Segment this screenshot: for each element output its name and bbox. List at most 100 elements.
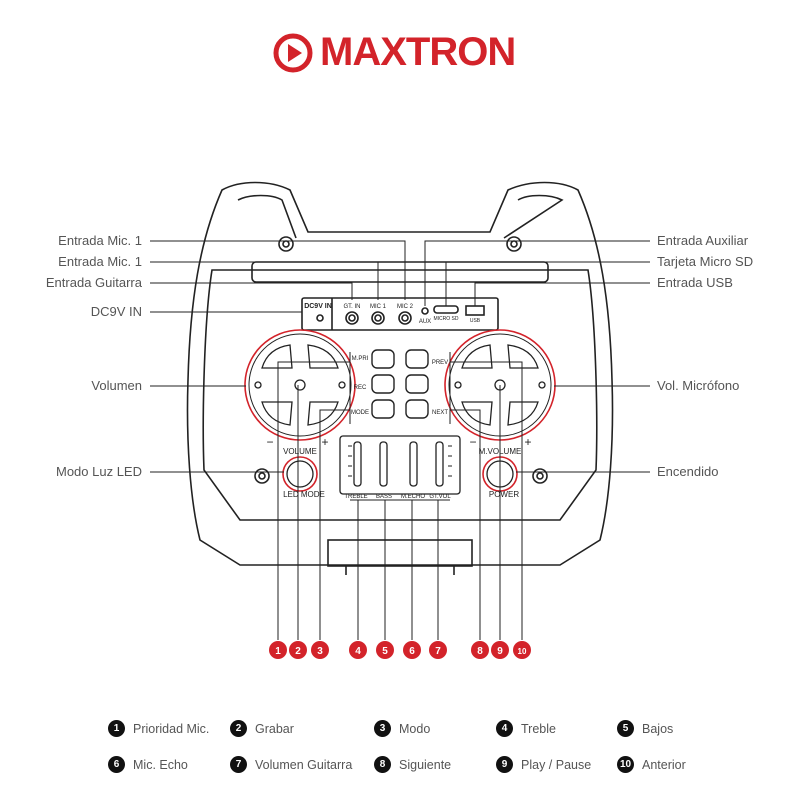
- number-marker-label: 8: [477, 646, 483, 657]
- number-marker-circle: [376, 641, 394, 659]
- number-marker-label: 1: [275, 646, 281, 657]
- number-marker-3: 3: [311, 641, 329, 659]
- volume-minus: −: [266, 435, 273, 449]
- callout-mic-volume: Vol. Micrófono: [657, 378, 740, 393]
- legend-number: 3: [374, 720, 391, 737]
- treble-label: TREBLE: [344, 494, 367, 500]
- legend-item: 1 Prioridad Mic.: [108, 720, 209, 737]
- number-marker-8: 8: [471, 641, 489, 659]
- aux-label: AUX: [419, 319, 431, 325]
- play-logo-icon: [273, 33, 313, 72]
- brand-name: MAXTRON: [320, 30, 516, 74]
- legend-label: Treble: [521, 721, 556, 736]
- m-echo-label: M.ECHO: [401, 494, 425, 500]
- number-marker-label: 5: [382, 646, 388, 657]
- number-marker-circle: [471, 641, 489, 659]
- number-marker-circle: [429, 641, 447, 659]
- legend-number: 7: [230, 756, 247, 773]
- micro-sd-label: MICRO SD: [434, 316, 459, 322]
- usb-label: USB: [470, 318, 481, 324]
- rec-label: REC: [354, 385, 367, 391]
- number-marker-2: 2: [289, 641, 307, 659]
- callout-guitar-input: Entrada Guitarra: [45, 275, 142, 290]
- legend-label: Anterior: [642, 757, 686, 772]
- legend-item: 7 Volumen Guitarra: [230, 756, 352, 773]
- legend-item: 8 Siguiente: [374, 756, 451, 773]
- number-marker-5: 5: [376, 641, 394, 659]
- prev-label: PREV: [432, 360, 448, 366]
- number-marker-circle: [491, 641, 509, 659]
- mic-volume-plus: +: [524, 435, 531, 449]
- legend-label: Mic. Echo: [133, 757, 188, 772]
- number-marker-circle: [269, 641, 287, 659]
- mic2-label: MIC 2: [397, 304, 414, 310]
- m-pri-label: M.PRI: [352, 356, 369, 362]
- gt-vol-label: GT.VOL: [429, 494, 451, 500]
- number-marker-label: 4: [355, 646, 361, 657]
- legend-label: Play / Pause: [521, 757, 592, 772]
- m-volume-label: M.VOLUME: [479, 447, 522, 456]
- legend-number: 8: [374, 756, 391, 773]
- callout-mic1-input-a: Entrada Mic. 1: [58, 233, 142, 248]
- callout-volume: Volumen: [91, 378, 142, 393]
- number-marker-label: 10: [518, 647, 527, 656]
- legend-number: 4: [496, 720, 513, 737]
- number-marker-10: 10: [513, 641, 531, 659]
- number-marker-label: 9: [497, 646, 503, 657]
- callout-dc-in: DC9V IN: [90, 304, 142, 319]
- number-marker-label: 7: [435, 646, 441, 657]
- number-marker-label: 3: [317, 646, 323, 657]
- legend-number: 9: [496, 756, 513, 773]
- callout-mic1-input-b: Entrada Mic. 1: [58, 254, 142, 269]
- legend-item: 5 Bajos: [617, 720, 673, 737]
- gt-in-label: GT. IN: [343, 304, 360, 310]
- legend-item: 9 Play / Pause: [496, 756, 591, 773]
- power-label: POWER: [489, 490, 519, 499]
- mic1-label: MIC 1: [370, 304, 387, 310]
- mode-label: MODE: [351, 410, 369, 416]
- legend-number: 5: [617, 720, 634, 737]
- number-marker-1: 1: [269, 641, 287, 659]
- legend-label: Modo: [399, 721, 431, 736]
- legend-label: Bajos: [642, 721, 674, 736]
- legend-number: 2: [230, 720, 247, 737]
- number-marker-9: 9: [491, 641, 509, 659]
- number-marker-circle: [349, 641, 367, 659]
- legend-item: 6 Mic. Echo: [108, 756, 188, 773]
- legend-item: 4 Treble: [496, 720, 556, 737]
- volume-label: VOLUME: [283, 447, 317, 456]
- number-marker-circle: [513, 641, 531, 659]
- mic-volume-minus: −: [469, 435, 476, 449]
- next-label: NEXT: [432, 410, 448, 416]
- volume-plus: +: [321, 435, 328, 449]
- legend-number: 10: [617, 756, 634, 773]
- legend-number: 6: [108, 756, 125, 773]
- number-marker-7: 7: [429, 641, 447, 659]
- number-marker-label: 2: [295, 646, 301, 657]
- number-marker-circle: [289, 641, 307, 659]
- number-marker-6: 6: [403, 641, 421, 659]
- callout-power: Encendido: [657, 464, 719, 479]
- number-marker-label: 6: [409, 646, 415, 657]
- callout-usb-input: Entrada USB: [657, 275, 733, 290]
- legend-label: Volumen Guitarra: [255, 757, 353, 772]
- legend-item: 10 Anterior: [617, 756, 686, 773]
- legend-item: 2 Grabar: [230, 720, 294, 737]
- number-marker-circle: [311, 641, 329, 659]
- bass-label: BASS: [376, 494, 392, 500]
- legend-item: 3 Modo: [374, 720, 430, 737]
- number-markers: 1 2 3 4 5 6 7 8 9 10: [269, 641, 531, 659]
- legend-label: Grabar: [255, 721, 294, 736]
- legend-number: 1: [108, 720, 125, 737]
- number-marker-4: 4: [349, 641, 367, 659]
- legend-label: Siguiente: [399, 757, 452, 772]
- dc-label: DC9V IN: [304, 303, 332, 310]
- callout-micro-sd: Tarjeta Micro SD: [657, 254, 754, 269]
- legend-label: Prioridad Mic.: [133, 721, 210, 736]
- number-marker-circle: [403, 641, 421, 659]
- led-mode-label: LED MODE: [283, 490, 325, 499]
- callout-led-mode: Modo Luz LED: [56, 464, 142, 479]
- callout-aux-input: Entrada Auxiliar: [657, 233, 749, 248]
